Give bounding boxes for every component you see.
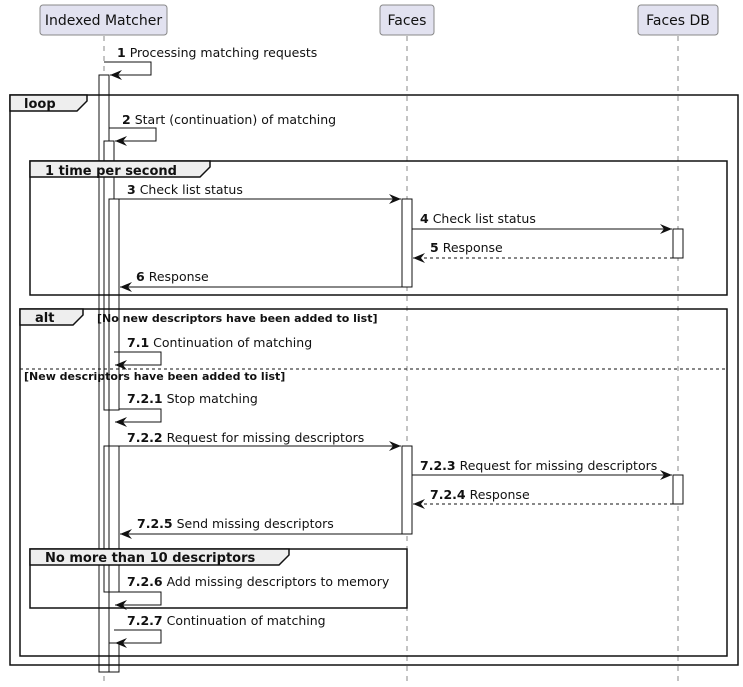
message-3-label: Check list status (140, 182, 243, 197)
message-2: 2 Start (continuation) of matching (109, 112, 336, 146)
frame-per-second-keyword: 1 time per second (45, 164, 177, 179)
message-7-2-1-label: Stop matching (167, 391, 258, 406)
message-7-2-1: 7.2.1 Stop matching (115, 391, 258, 427)
participant-faces-db: Faces DB (637, 4, 719, 36)
frame-alt-keyword: alt (35, 311, 54, 326)
message-7-2-2-label: Request for missing descriptors (167, 430, 365, 445)
message-7-2-6: 7.2.6 Add missing descriptors to memory (115, 574, 390, 610)
participant-faces-db-label: Faces DB (646, 13, 710, 29)
message-7-2-2: 7.2.2 Request for missing descriptors (114, 430, 401, 451)
message-4: 4 Check list status (412, 211, 672, 234)
participant-indexed-matcher: Indexed Matcher (39, 4, 168, 36)
activation-faces-check (401, 198, 413, 288)
message-4-number: 4 (420, 211, 429, 226)
participant-indexed-matcher-label: Indexed Matcher (45, 13, 162, 29)
activation-facesdb-request (672, 474, 684, 505)
message-6-label: Response (149, 269, 209, 284)
message-4-label: Check list status (433, 211, 536, 226)
activation-matcher-request (108, 445, 120, 593)
message-7-2-3-number: 7.2.3 (420, 458, 456, 473)
message-7-2-2-number: 7.2.2 (127, 430, 163, 445)
participant-faces: Faces (379, 4, 435, 36)
message-7-2-5: 7.2.5 Send missing descriptors (120, 516, 402, 539)
message-5: 5 Response (413, 240, 673, 263)
message-7-2-7: 7.2.7 Continuation of matching (114, 613, 326, 648)
message-7-2-4-label: Response (470, 487, 530, 502)
message-7-2-3: 7.2.3 Request for missing descriptors (412, 458, 672, 480)
frame-limit: No more than 10 descriptors (29, 548, 408, 609)
message-5-label: Response (443, 240, 503, 255)
message-7-2-1-number: 7.2.1 (127, 391, 163, 406)
message-7-2-5-number: 7.2.5 (137, 516, 173, 531)
message-1-label: Processing matching requests (130, 45, 318, 60)
message-3-number: 3 (127, 182, 136, 197)
message-1-number: 1 (117, 45, 126, 60)
frame-loop: loop (9, 94, 739, 666)
message-7-2-7-number: 7.2.7 (127, 613, 163, 628)
message-5-number: 5 (430, 240, 439, 255)
message-7-1-number: 7.1 (127, 335, 149, 350)
message-2-label: Start (continuation) of matching (135, 112, 336, 127)
message-1: 1 Processing matching requests (104, 45, 317, 80)
frame-limit-keyword: No more than 10 descriptors (45, 551, 256, 566)
message-3: 3 Check list status (114, 182, 401, 204)
message-7-2-7-label: Continuation of matching (167, 613, 326, 628)
message-2-number: 2 (122, 112, 131, 127)
message-7-1: 7.1 Continuation of matching (114, 335, 312, 370)
message-6: 6 Response (120, 269, 402, 292)
message-7-2-6-number: 7.2.6 (127, 574, 163, 589)
activation-faces-request (401, 445, 413, 535)
message-7-2-4: 7.2.4 Response (413, 487, 673, 509)
frame-alt: alt [No new descriptors have been added … (19, 308, 728, 657)
participant-faces-label: Faces (388, 13, 427, 29)
message-7-2-6-label: Add missing descriptors to memory (167, 574, 390, 589)
message-7-1-label: Continuation of matching (153, 335, 312, 350)
message-7-2-5-label: Send missing descriptors (177, 516, 334, 531)
activation-matcher-continue (108, 642, 120, 673)
message-6-number: 6 (136, 269, 145, 284)
message-7-2-3-label: Request for missing descriptors (460, 458, 658, 473)
frame-alt-guard-2: [New descriptors have been added to list… (24, 370, 285, 383)
frame-per-second: 1 time per second (29, 160, 728, 296)
message-7-2-4-number: 7.2.4 (430, 487, 466, 502)
frame-loop-keyword: loop (24, 97, 56, 112)
frame-alt-guard-1: [No new descriptors have been added to l… (97, 312, 378, 325)
activation-facesdb-check (672, 228, 684, 259)
